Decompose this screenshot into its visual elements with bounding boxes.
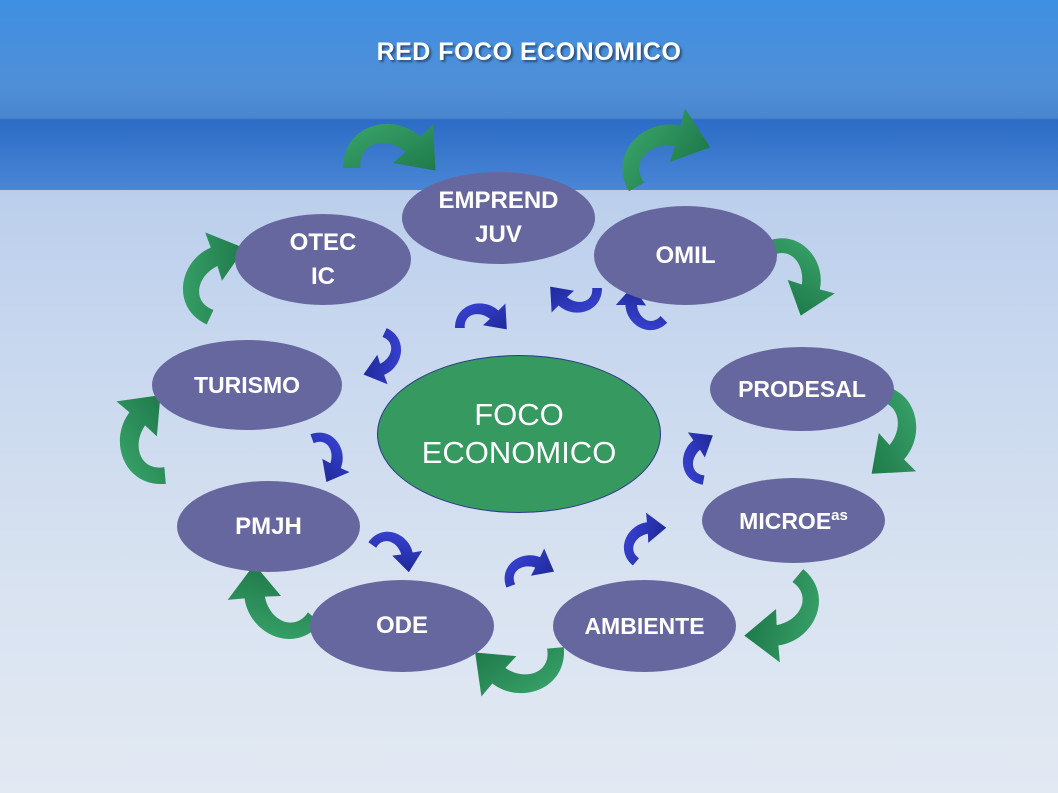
curved-arrow-icon [116,395,169,488]
curved-arrow-icon [170,230,245,326]
page-title: RED FOCO ECONOMICO [376,38,682,66]
curved-arrow-icon [498,547,555,589]
curved-arrow-icon [367,522,424,573]
curved-arrow-icon [679,431,713,485]
curved-arrow-icon [225,564,323,656]
center-line1: FOCO [474,397,564,432]
center-line2: ECONOMICO [421,435,617,470]
node-microe-label: MICROEas [739,504,848,538]
node-otec-line2: IC [310,262,335,290]
node-emprend-juv: EMPREND JUV [402,172,595,264]
curved-arrow-icon [614,511,667,567]
node-ode: ODE [310,580,494,672]
node-emprend-line2: JUV [475,221,522,248]
node-ambiente: AMBIENTE [553,580,736,672]
node-emprend-line1: EMPREND [438,187,559,214]
node-turismo: TURISMO [152,340,342,430]
node-otec-line1: OTEC [289,228,357,256]
node-prodesal-label: PRODESAL [738,376,866,402]
curved-arrow-icon [607,106,711,194]
node-otec-ic: OTEC IC [235,214,411,305]
node-prodesal: PRODESAL [710,347,894,431]
node-omil-label: OMIL [655,241,716,269]
curved-arrow-icon [550,286,602,313]
node-turismo-label: TURISMO [193,372,301,398]
curved-arrow-icon [475,644,568,697]
node-ambiente-label: AMBIENTE [584,613,705,639]
node-pmjh-label: PMJH [235,512,302,540]
node-ode-label: ODE [375,612,428,639]
curved-arrow-icon [455,303,507,330]
curved-arrow-icon [309,426,351,483]
node-pmjh: PMJH [177,481,360,572]
curved-arrow-icon [343,124,436,171]
node-omil: OMIL [594,206,777,305]
node-microe-text: MICROE [739,507,832,534]
node-microe-superscript: as [831,506,848,524]
curved-arrow-icon [363,327,409,386]
curved-arrow-icon [744,567,836,665]
node-microe: MICROEas [702,478,885,563]
